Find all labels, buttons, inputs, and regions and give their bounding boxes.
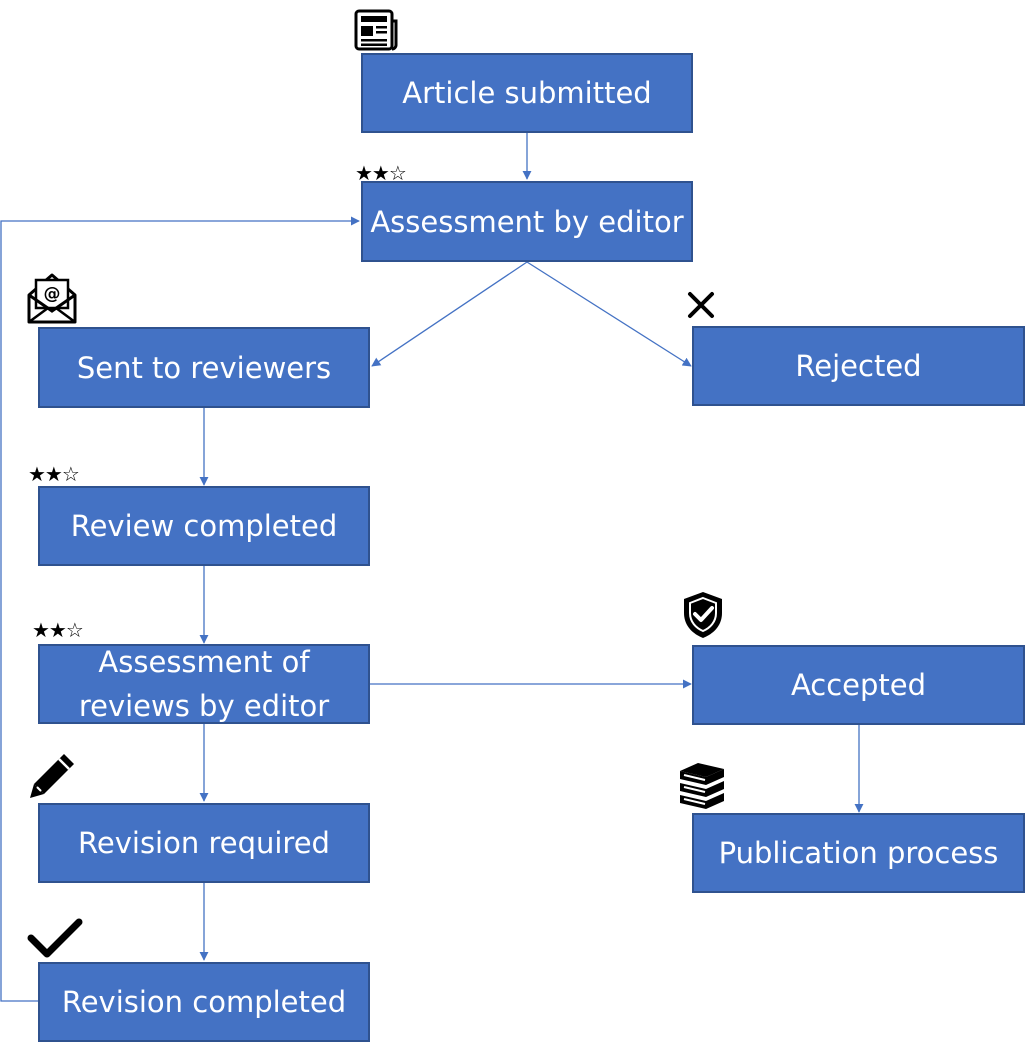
- node-publication-process[interactable]: Publication process: [692, 813, 1025, 893]
- node-rejected[interactable]: Rejected: [692, 326, 1025, 406]
- node-sent-to-reviewers[interactable]: Sent to reviewers: [38, 327, 370, 408]
- node-revision-completed-label: Revision completed: [61, 985, 347, 1019]
- checkmark-icon: [27, 918, 83, 958]
- newspaper-icon: [354, 9, 398, 51]
- rating-stars-review-completed: ★★☆: [28, 462, 80, 486]
- edge-revision-completed-to-assessment: [0, 216, 360, 1002]
- node-accepted-label: Accepted: [790, 668, 927, 702]
- book-stack-icon: [680, 763, 724, 809]
- node-rejected-label: Rejected: [795, 349, 922, 383]
- node-article-submitted-label: Article submitted: [402, 76, 652, 110]
- rating-stars-assessment-of-reviews: ★★☆: [32, 618, 84, 642]
- node-publication-process-label: Publication process: [718, 836, 999, 870]
- node-revision-completed[interactable]: Revision completed: [38, 962, 370, 1042]
- node-revision-required-label: Revision required: [78, 826, 330, 860]
- node-article-submitted[interactable]: Article submitted: [361, 53, 693, 133]
- node-assessment-of-reviews[interactable]: Assessment of reviews by editor: [38, 644, 370, 724]
- node-accepted[interactable]: Accepted: [692, 645, 1025, 725]
- node-sent-to-reviewers-label: Sent to reviewers: [76, 350, 332, 385]
- shield-check-icon: [684, 592, 722, 638]
- node-review-completed[interactable]: Review completed: [38, 486, 370, 566]
- rating-stars-assessment-by-editor: ★★☆: [355, 161, 407, 185]
- node-assessment-by-editor[interactable]: Assessment by editor: [361, 181, 693, 262]
- pencil-icon: [30, 754, 74, 798]
- node-review-completed-label: Review completed: [70, 509, 338, 543]
- email-envelope-icon: @: [27, 273, 77, 324]
- node-assessment-by-editor-label: Assessment by editor: [370, 204, 684, 239]
- svg-text:@: @: [44, 284, 61, 304]
- edge-assessment-to-sent: [371, 261, 528, 367]
- node-revision-required[interactable]: Revision required: [38, 803, 370, 883]
- cross-icon: [688, 292, 714, 318]
- edge-assessment-to-rejected: [526, 261, 692, 367]
- node-assessment-of-reviews-label: Assessment of reviews by editor: [78, 645, 330, 723]
